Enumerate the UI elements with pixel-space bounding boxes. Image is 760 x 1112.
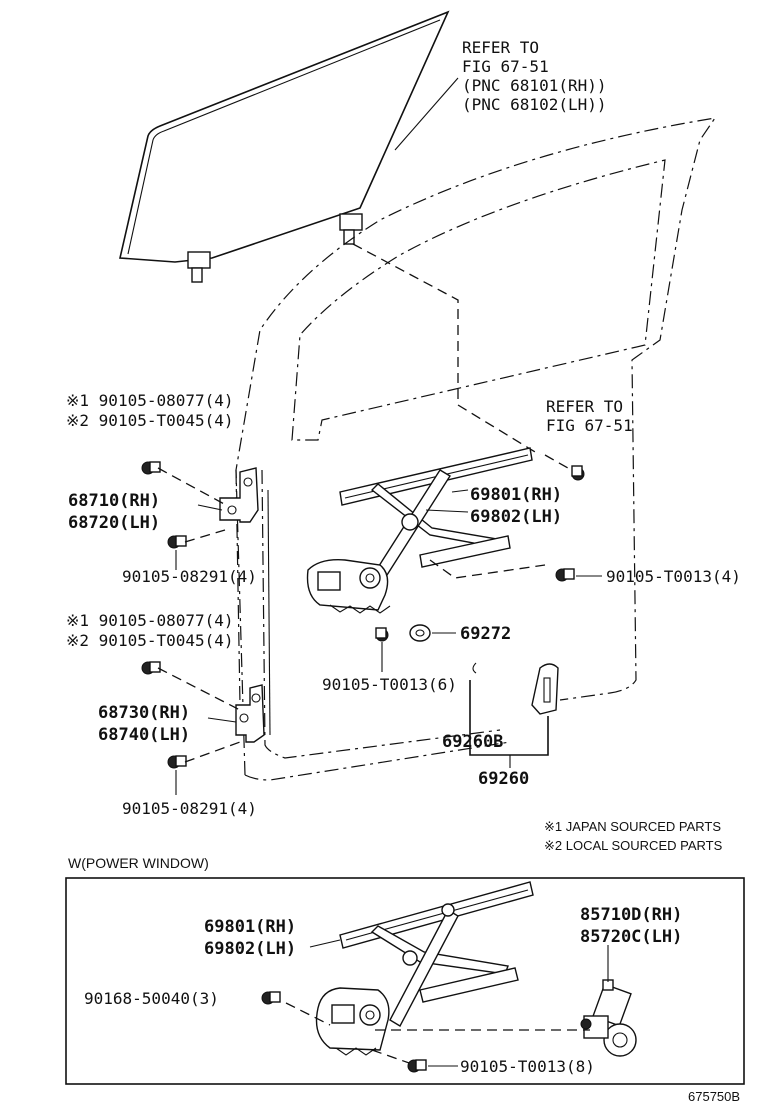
clip xyxy=(472,662,477,674)
upper-hinge xyxy=(219,467,259,523)
lower-hinge-lh-label: 68740(LH) xyxy=(98,725,190,745)
regulator-bolt-right-label: 90105-T0013(4) xyxy=(606,567,741,586)
power-window-title: W(POWER WINDOW) xyxy=(68,855,209,871)
regulator-rh-label: 69801(RH) xyxy=(470,485,562,505)
note-japan: ※1 JAPAN SOURCED PARTS xyxy=(544,819,721,834)
pw-bolt-left-label: 90168-50040(3) xyxy=(84,989,219,1008)
lower-hinge xyxy=(235,684,265,743)
window-motor xyxy=(580,979,637,1057)
ref-glass-line1: REFER TO xyxy=(462,38,539,57)
regulator-bolt-low xyxy=(375,627,389,642)
power-window-box xyxy=(65,877,745,1085)
guide-ref-bolt xyxy=(544,454,576,473)
note-local: ※2 LOCAL SOURCED PARTS xyxy=(544,838,723,853)
grommet-label: 69272 xyxy=(460,624,511,644)
upper-hinge-bolt-top xyxy=(141,461,161,475)
ref-bolt xyxy=(571,465,585,481)
lower-hinge-bolt1-label: ※1 90105-08077(4) xyxy=(66,611,234,630)
regulator-handle xyxy=(531,663,559,715)
door-glass xyxy=(119,10,450,283)
lower-hinge-bolt3-label: 90105-08291(4) xyxy=(122,799,257,818)
lower-hinge-bolt2-label: ※2 90105-T0045(4) xyxy=(66,631,234,650)
regulator-bolt-low-label: 90105-T0013(6) xyxy=(322,675,457,694)
ref-bolt-line1: REFER TO xyxy=(546,397,623,416)
pw-regulator-lh-label: 69802(LH) xyxy=(204,939,296,959)
ref-bolt-line2: FIG 67-51 xyxy=(546,416,633,435)
grommet xyxy=(409,624,431,642)
upper-hinge-bolt-bottom xyxy=(167,535,187,549)
door-frame xyxy=(235,117,717,781)
upper-hinge-bolt1-label: ※1 90105-08077(4) xyxy=(66,391,234,410)
ref-glass-line3: (PNC 68101(RH)) xyxy=(462,76,607,95)
pw-motor-rh-label: 85710D(RH) xyxy=(580,905,682,925)
ref-glass-line2: FIG 67-51 xyxy=(462,57,549,76)
power-window-bolt-bottom xyxy=(407,1059,427,1073)
figure-id: 675750B xyxy=(688,1089,740,1104)
lower-hinge-bolt-top xyxy=(141,661,161,675)
pw-bolt-bottom-label: 90105-T0013(8) xyxy=(460,1057,595,1076)
upper-hinge-bolt3-label: 90105-08291(4) xyxy=(122,567,257,586)
upper-hinge-bolt2-label: ※2 90105-T0045(4) xyxy=(66,411,234,430)
lower-hinge-bolt-bottom xyxy=(167,755,187,769)
pw-regulator-rh-label: 69801(RH) xyxy=(204,917,296,937)
label-ref-bolt: REFER TO FIG 67-51 xyxy=(546,397,633,435)
upper-hinge-lh-label: 68720(LH) xyxy=(68,513,160,533)
regulator-lh-label: 69802(LH) xyxy=(470,507,562,527)
regulator-bolt-right xyxy=(555,568,575,582)
upper-hinge-rh-label: 68710(RH) xyxy=(68,491,160,511)
lower-hinge-rh-label: 68730(RH) xyxy=(98,703,190,723)
pw-motor-lh-label: 85720C(LH) xyxy=(580,927,682,947)
ref-glass-line4: (PNC 68102(LH)) xyxy=(462,95,607,114)
regulator-sub-label: 69260B xyxy=(442,732,503,752)
leader-glass xyxy=(394,77,459,151)
window-regulator-power xyxy=(315,881,534,1056)
guide-glass-regulator xyxy=(352,243,541,456)
label-ref-glass: REFER TO FIG 67-51 (PNC 68101(RH)) (PNC … xyxy=(462,38,607,114)
window-regulator-manual xyxy=(306,447,533,614)
power-window-bolt-left xyxy=(261,991,281,1005)
regulator-assy-label: 69260 xyxy=(478,769,529,789)
